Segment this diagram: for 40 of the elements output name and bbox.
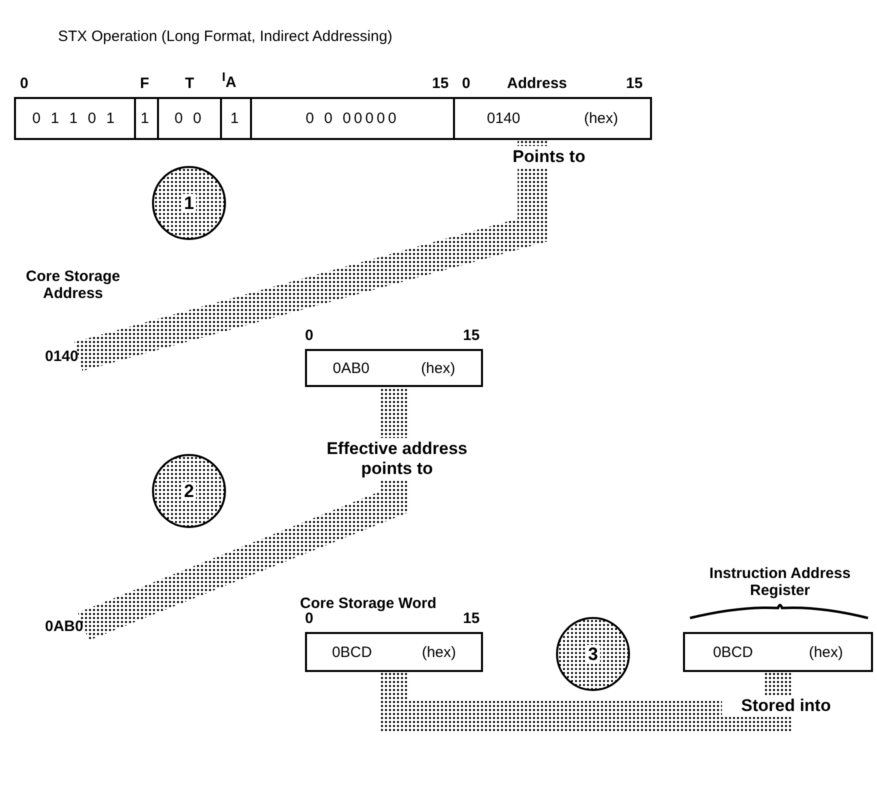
bit-field: 0 0 00000 (252, 99, 453, 138)
field-label: 0 (305, 327, 314, 344)
unit-note: (hex) (808, 644, 844, 660)
unit-note: (hex) (584, 110, 618, 127)
step-number-circle: 1 (152, 166, 226, 240)
hex-value: 0140 (486, 110, 520, 127)
unit-note: (hex) (422, 644, 456, 660)
step-number-circle: 3 (556, 617, 630, 691)
field-label: Core Storage Address (24, 268, 122, 302)
hex-value: 0BCD (712, 644, 753, 660)
unit-note: (hex) (421, 360, 456, 376)
stippled-band (78, 387, 409, 640)
field-label: 0 (305, 610, 314, 627)
field-label: 0 (20, 75, 28, 92)
bit-field: 1 (222, 99, 252, 138)
hex-value: 0BCD (332, 644, 372, 660)
storage-word-box (305, 349, 483, 387)
instruction-word-box (14, 97, 455, 140)
hex-value: 0AB0 (332, 360, 370, 376)
address-word-box (453, 97, 652, 140)
field-label: 15 (626, 75, 643, 92)
bit-field: 0 1 1 0 1 (16, 99, 136, 138)
field-label: 15 (463, 327, 480, 344)
storage-word-box (305, 632, 483, 672)
register-box (683, 632, 873, 672)
field-label: 0 (462, 75, 470, 92)
bit-field: 0 0 (158, 99, 222, 138)
diagram-title: STX Operation (Long Format, Indirect Addressing) (58, 28, 392, 45)
field-label: Address (507, 75, 568, 92)
bit-field: 1 (136, 99, 159, 138)
storage-address: 0AB0 (45, 618, 84, 635)
field-label: 15 (463, 610, 480, 627)
step-number-circle: 2 (152, 454, 226, 528)
field-label: 15 (432, 75, 449, 92)
field-label: F (140, 75, 150, 92)
storage-address: 0140 (45, 348, 78, 365)
field-label: Core Storage Word (300, 595, 436, 612)
field-label: T (185, 75, 194, 92)
field-label: Instruction Address Register (708, 565, 852, 599)
field-label: $^{I}$A (222, 70, 236, 91)
